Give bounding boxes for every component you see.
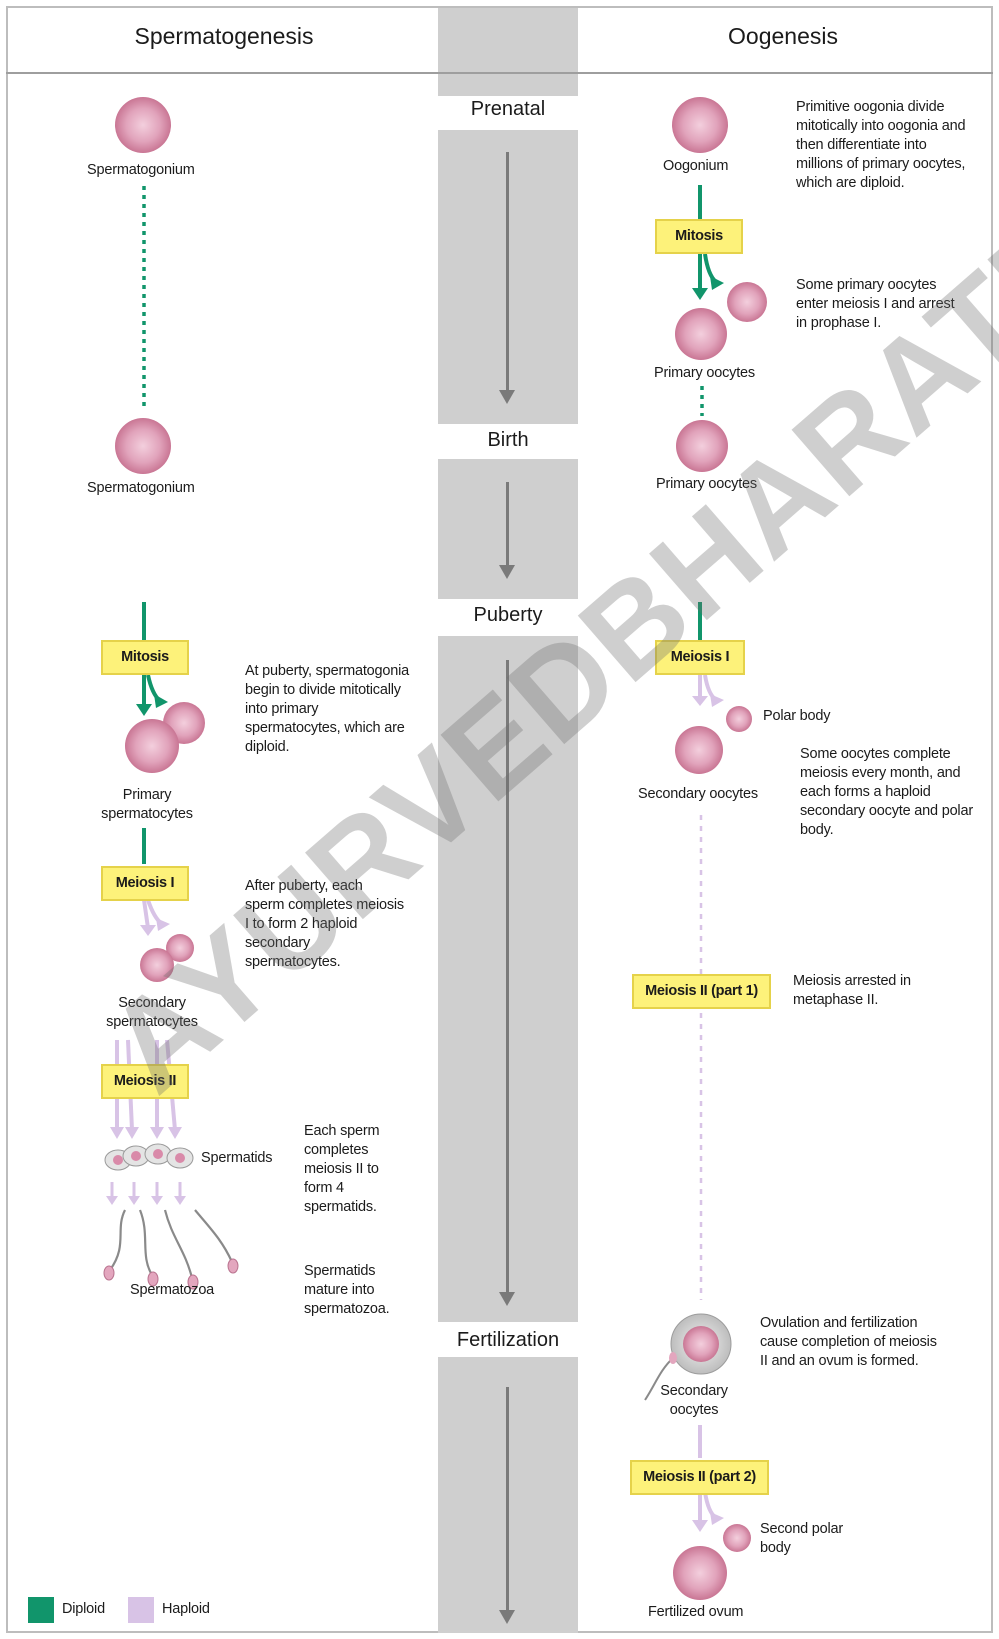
oo-haploid-arrowhead-left xyxy=(692,696,708,706)
spermatogonium-cell-1 xyxy=(115,97,171,153)
label-oogonium: Oogonium xyxy=(663,158,729,174)
note-spermatozoa: Spermatids mature into spermatozoa. xyxy=(304,1263,390,1317)
ovulated-oocyte-cell xyxy=(683,1326,719,1362)
oo-diploid-arrowhead-left xyxy=(692,288,708,300)
label-polar-body: Polar body xyxy=(763,708,831,724)
label-spermatogonium-2: Spermatogonium xyxy=(87,480,195,496)
haploid-arrowhead-1a xyxy=(140,925,156,936)
oo-diploid-arrowhead-right xyxy=(710,276,724,290)
label-spermatozoa: Spermatozoa xyxy=(130,1282,215,1298)
timeline-band-top xyxy=(438,8,578,96)
polar-body-cell xyxy=(726,706,752,732)
timeline-arrow-4 xyxy=(506,1387,509,1612)
header-oogenesis: Oogenesis xyxy=(728,23,838,49)
secondary-oocyte-cell xyxy=(675,726,723,774)
label-spermatogonium-1: Spermatogonium xyxy=(87,162,195,178)
note-monthly: Some oocytes complete meiosis every mont… xyxy=(800,746,973,838)
note-second-polar-body: Second polar body xyxy=(760,1521,844,1556)
label-primary-oocytes-2: Primary oocytes xyxy=(656,476,757,492)
spermatid-to-spermatozoa-arrows xyxy=(110,1182,182,1198)
note-meiosis1-sperm: After puberty, each sperm completes meio… xyxy=(245,878,404,970)
stage-puberty: Puberty xyxy=(473,604,543,626)
box-meiosis1-oo: Meiosis I xyxy=(655,640,745,675)
note-prophase: Some primary oocytes enter meiosis I and… xyxy=(796,277,955,331)
note-spermatids: Each sperm completes meiosis II to form … xyxy=(304,1123,380,1215)
fertilized-ovum-cell xyxy=(673,1546,727,1600)
box-meiosis2-sperm: Meiosis II xyxy=(101,1064,189,1099)
note-oogonia: Primitive oogonia divide mitotically int… xyxy=(796,99,966,191)
label-fertilized-ovum: Fertilized ovum xyxy=(648,1604,744,1620)
oo-final-arrowhead-right xyxy=(710,1512,724,1525)
haploid-arrowhead-1b xyxy=(156,918,170,931)
diploid-arrowhead-left xyxy=(136,704,152,716)
timeline-arrow-1 xyxy=(506,152,509,392)
legend-diploid-swatch xyxy=(28,1597,54,1623)
arrowhead-1-icon xyxy=(499,390,515,404)
haploid-arrow-1a xyxy=(142,899,150,929)
note-ovulation: Ovulation and fertilization cause comple… xyxy=(760,1315,937,1369)
oogonium-cell xyxy=(672,97,728,153)
legend-diploid-label: Diploid xyxy=(62,1601,105,1617)
label-secondary-spermatocytes: Secondary spermatocytes xyxy=(106,995,198,1030)
spermatogonium-cell-2 xyxy=(115,418,171,474)
arrowhead-3-icon xyxy=(499,1292,515,1306)
primary-oocyte-cell-small xyxy=(727,282,767,322)
header-spermatogenesis: Spermatogenesis xyxy=(134,23,314,49)
spermatozoa-heads xyxy=(103,1258,239,1290)
box-meiosis2-part2: Meiosis II (part 2) xyxy=(630,1460,769,1495)
stage-prenatal: Prenatal xyxy=(470,98,546,120)
secondary-spermatocyte-cell-2 xyxy=(166,934,194,962)
legend-haploid-label: Haploid xyxy=(162,1601,210,1617)
box-mitosis-sperm: Mitosis xyxy=(101,640,189,675)
stage-birth: Birth xyxy=(487,429,529,451)
stage-fertilization: Fertilization xyxy=(456,1329,560,1351)
label-primary-oocytes-1: Primary oocytes xyxy=(654,365,755,381)
note-mitosis-sperm: At puberty, spermatogonia begin to divid… xyxy=(245,663,409,755)
primary-oocyte-cell-1 xyxy=(675,308,727,360)
timeline-arrow-3 xyxy=(506,660,509,1295)
note-metaphase: Meiosis arrested in metaphase II. xyxy=(793,973,911,1008)
secondary-spermatocyte-cell-1 xyxy=(140,948,174,982)
arrowhead-2-icon xyxy=(499,565,515,579)
diploid-arrowhead-right xyxy=(154,694,168,708)
sperm-head-at-fertilization xyxy=(669,1352,677,1364)
header-divider xyxy=(6,72,993,74)
spermatid-cells xyxy=(104,1143,194,1171)
meiosis2-arrowheads xyxy=(110,1127,182,1139)
spermatid-arrowheads xyxy=(106,1196,186,1205)
box-meiosis2-part1: Meiosis II (part 1) xyxy=(632,974,771,1009)
box-mitosis-oo: Mitosis xyxy=(655,219,743,254)
second-polar-body-cell xyxy=(723,1524,751,1552)
timeline-arrow-2 xyxy=(506,482,509,567)
arrowhead-4-icon xyxy=(499,1610,515,1624)
label-secondary-oocytes: Secondary oocytes xyxy=(638,786,758,802)
legend-haploid-swatch xyxy=(128,1597,154,1623)
spermatozoa-tails xyxy=(109,1209,234,1279)
oo-final-arrowhead-left xyxy=(692,1520,708,1532)
primary-oocyte-cell-2 xyxy=(676,420,728,472)
label-secondary-oocytes-2: Secondary oocytes xyxy=(660,1383,728,1418)
box-meiosis1-sperm: Meiosis I xyxy=(101,866,189,901)
oo-haploid-arrowhead-right xyxy=(710,694,724,707)
label-primary-spermatocytes: Primary spermatocytes xyxy=(101,787,193,822)
label-spermatids: Spermatids xyxy=(201,1150,273,1166)
primary-spermatocyte-cell-1 xyxy=(125,719,179,773)
